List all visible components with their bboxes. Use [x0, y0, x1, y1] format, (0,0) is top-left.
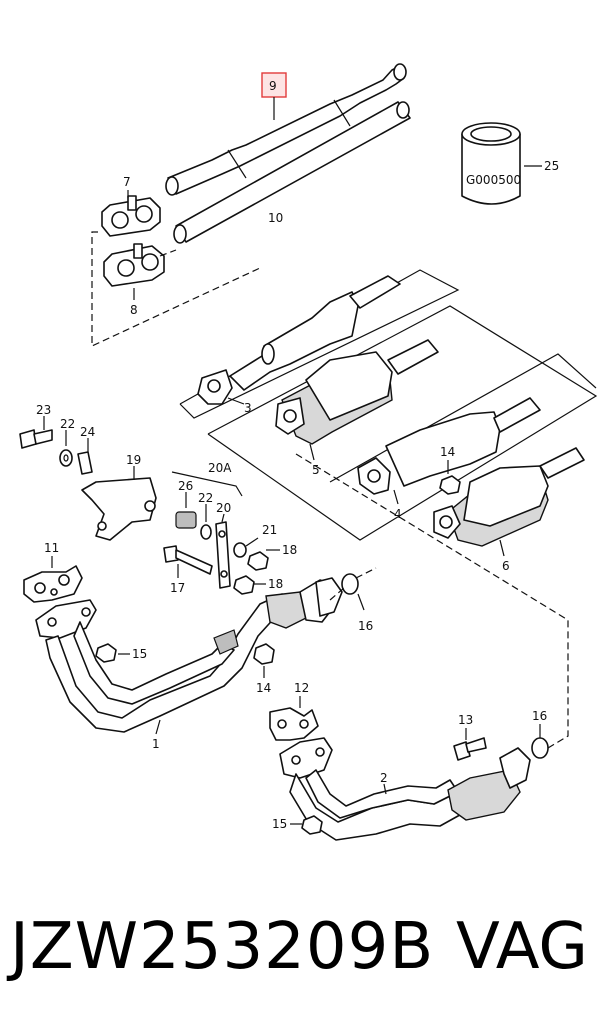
callout-8: 8: [130, 303, 138, 317]
rubber-mount-26: [175, 511, 197, 529]
ring-16-right: [531, 737, 549, 759]
bolt-23: [19, 429, 53, 449]
nut-15-left: [95, 643, 117, 663]
rear-pipe-with-silencer: [165, 63, 407, 196]
callout-18b: 18: [268, 577, 283, 591]
brand: VAG: [456, 910, 588, 984]
callout-19: 19: [126, 453, 141, 467]
callout-24: 24: [80, 425, 95, 439]
strap-20: [215, 521, 231, 589]
catalyst-5: [275, 339, 439, 445]
sleeve-24: [77, 451, 93, 475]
callout-15-left: 15: [132, 647, 147, 661]
catalyst-6: [433, 447, 585, 547]
washer-21: [233, 542, 247, 558]
callout-1: 1: [152, 737, 160, 751]
washer-22: [59, 449, 73, 467]
front-pipe-2: [279, 737, 531, 841]
part-number: JZW253209B: [10, 910, 435, 984]
nut-18b: [233, 575, 255, 595]
gasket-11: [23, 565, 83, 603]
nut-15-right: [301, 815, 323, 835]
callout-5: 5: [312, 463, 320, 477]
bracket-19: [81, 477, 157, 541]
nut-14-left: [253, 643, 275, 665]
bolt-17: [163, 545, 213, 575]
washer-22b: [200, 524, 212, 540]
callout-21: 21: [262, 523, 277, 537]
callout-11: 11: [44, 541, 59, 555]
nut-18a: [247, 551, 269, 571]
callout-12: 12: [294, 681, 309, 695]
gasket-12: [269, 707, 319, 741]
callout-25: 25: [544, 159, 559, 173]
clamp-7: [101, 195, 161, 237]
front-pipe-10: [173, 101, 411, 244]
callout-9: 9: [269, 79, 277, 93]
callout-4: 4: [394, 507, 402, 521]
callout-14-left: 14: [256, 681, 271, 695]
callout-20a: 20A: [208, 461, 232, 475]
front-pipe-1: [35, 577, 343, 733]
callout-10: 10: [268, 211, 283, 225]
callout-16-right: 16: [532, 709, 547, 723]
nut-14-right: [439, 475, 461, 495]
canister-25: G000500: [461, 122, 521, 205]
callout-6: 6: [502, 559, 510, 573]
canister-label: G000500: [466, 173, 521, 187]
callout-14-right: 14: [440, 445, 455, 459]
callout-26: 26: [178, 479, 193, 493]
callout-23: 23: [36, 403, 51, 417]
highlight-box: [261, 72, 287, 98]
exhaust-system-diagram: G000500: [19, 63, 598, 841]
callout-22: 22: [60, 417, 75, 431]
footer: JZW253209B VAG: [0, 900, 600, 1010]
callout-13: 13: [458, 713, 473, 727]
callout-15-right: 15: [272, 817, 287, 831]
silencer-3: [197, 275, 401, 405]
bolt-13: [453, 737, 487, 761]
callout-20: 20: [216, 501, 231, 515]
callout-7: 7: [123, 175, 131, 189]
callout-2: 2: [380, 771, 388, 785]
callout-17: 17: [170, 581, 185, 595]
ring-16-left: [341, 573, 359, 595]
callout-22b: 22: [198, 491, 213, 505]
callout-3: 3: [244, 401, 252, 415]
clamp-8: [103, 243, 165, 287]
callout-16-left: 16: [358, 619, 373, 633]
callout-18a: 18: [282, 543, 297, 557]
silencer-4: [357, 397, 541, 495]
